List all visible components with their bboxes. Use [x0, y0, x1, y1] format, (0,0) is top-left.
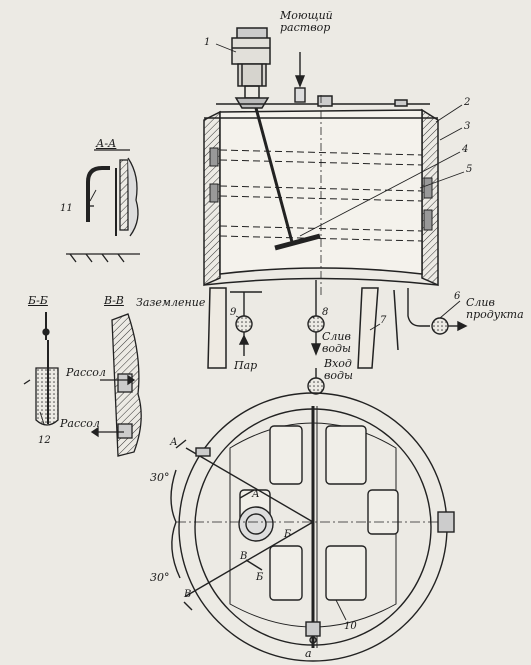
water-drain-label: Слив воды — [322, 330, 351, 355]
section-mark-b2: Б — [256, 572, 264, 583]
tank-legs — [207, 287, 399, 369]
section-mark-a1: А — [170, 437, 178, 448]
grounding-label: Заземление — [136, 296, 206, 309]
angle-lower: 30° — [150, 571, 170, 584]
callout-2: 2 — [464, 97, 471, 108]
figure-letter: а — [305, 647, 312, 660]
section-aa-detail — [66, 149, 140, 263]
agitator-shaft — [254, 107, 321, 251]
callout-6: 6 — [454, 291, 461, 302]
section-vv-detail — [90, 313, 142, 457]
section-bb-detail — [23, 312, 59, 426]
callout-3: 3 — [464, 121, 471, 132]
steam-label: Пар — [234, 359, 258, 372]
jacket-side-blocks — [209, 147, 433, 231]
washing-solution-label: Моющий раствор — [280, 9, 333, 34]
angle-upper: 30° — [150, 471, 170, 484]
callout-11: 11 — [60, 203, 73, 214]
callout-10: 10 — [344, 621, 357, 632]
section-aa-title: А-А — [96, 137, 117, 150]
section-mark-b1: Б — [284, 529, 292, 540]
tank-body — [203, 95, 439, 295]
water-inlet-label: Вход воды — [324, 357, 353, 382]
section-bb-title: Б-Б — [28, 294, 48, 307]
brine-label-bottom: Рассол — [60, 417, 100, 430]
callout-7: 7 — [380, 315, 387, 326]
agitator-motor — [231, 27, 271, 109]
bottom-piping — [230, 280, 468, 395]
callout-5: 5 — [466, 164, 473, 175]
section-mark-v2: В — [184, 589, 192, 600]
cooling-jacket-channels — [219, 149, 423, 242]
product-drain-label: Слив продукта — [466, 296, 524, 321]
section-mark-a2: А — [252, 489, 260, 500]
plan-view — [170, 392, 455, 662]
callout-8: 8 — [322, 307, 329, 318]
brine-label-top: Рассол — [66, 366, 106, 379]
callout-1: 1 — [204, 37, 211, 48]
callout-9: 9 — [230, 307, 237, 318]
section-mark-v1: В — [240, 551, 248, 562]
callout-4: 4 — [462, 144, 469, 155]
section-vv-title: В-В — [104, 294, 124, 307]
callout-12: 12 — [38, 435, 51, 446]
